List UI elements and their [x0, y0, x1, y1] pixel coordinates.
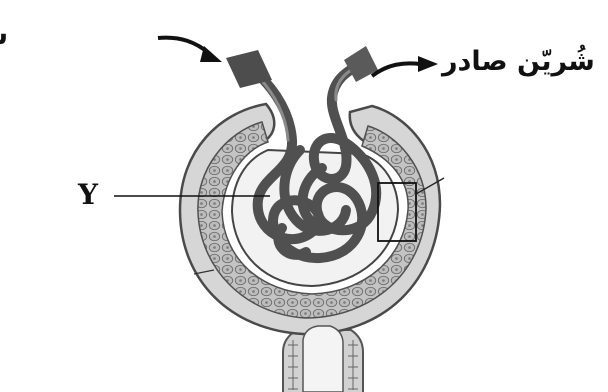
curved-arrow-right-up-icon: [372, 63, 420, 76]
tubule-lumen: [303, 326, 343, 392]
efferent-arrowhead-icon: [418, 56, 438, 72]
afferent-arteriole-label: شُريّن وارد: [0, 19, 8, 51]
efferent-arteriole-label: شُريّن صادر: [440, 45, 595, 77]
curved-arrow-right-down-icon: [158, 38, 210, 54]
y-label: Y: [77, 178, 99, 211]
